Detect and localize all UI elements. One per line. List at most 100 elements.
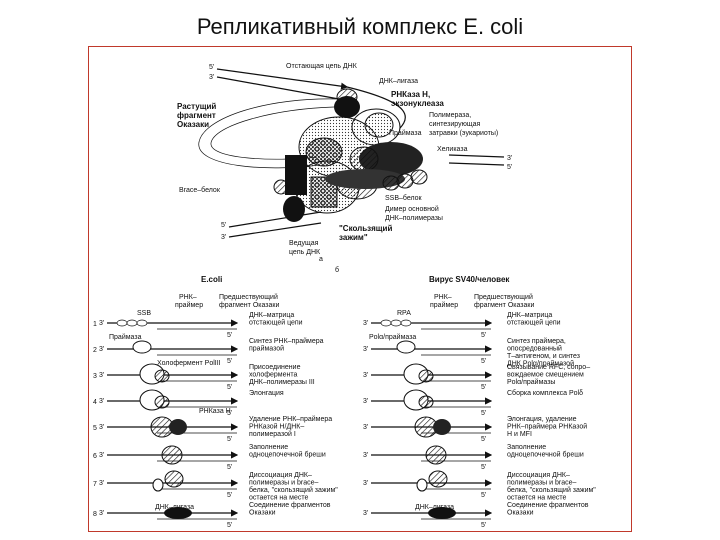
label-fig-b: б [335, 266, 339, 274]
label-fig-a: a [319, 256, 323, 263]
step-description: холофермента [249, 372, 297, 379]
step-description: Polα/праймазы [507, 378, 555, 386]
hdr-right-rna-2: праймер [430, 301, 458, 309]
ssb-bead [400, 319, 412, 327]
clamp-blob [154, 369, 170, 383]
prime-3-label: 3' [99, 372, 104, 379]
prime-5-label: 5' [481, 436, 486, 443]
step-description: отстающей цепи [507, 319, 561, 327]
step-description: остается на месте [507, 495, 566, 502]
prime-3-label: 3' [99, 452, 104, 459]
prime-3-label: 3' [99, 480, 104, 487]
step-number: 6 [93, 453, 97, 460]
label-growing-3: Оказаки [177, 120, 209, 129]
prime-5-label: 5' [227, 492, 232, 499]
label-5prime-b: 5' [507, 164, 512, 171]
prime-3-label: 3' [363, 480, 368, 487]
label-dimer-1: Димер основной [385, 205, 439, 213]
label-holoenzyme: Холофермент PolIII [157, 360, 221, 367]
label-rpa-small: RPA [397, 310, 411, 317]
prime-3-label: 3' [363, 372, 368, 379]
prime-5-label: 5' [227, 358, 232, 365]
label-rnase-h-small: РНКаза Н [199, 408, 231, 415]
step-description: Синтез РНК–праймера [249, 337, 324, 345]
prime-3-label: 3' [363, 452, 368, 459]
step-description: Удаление РНК–праймера [249, 415, 332, 423]
step-number: 1 [93, 321, 97, 328]
polymerase-blob [161, 445, 183, 465]
label-leading-1: Ведущая [289, 240, 319, 247]
panel-title-ecoli: E.coli [201, 275, 222, 284]
dissociating-blob [428, 470, 448, 488]
prime-3-label: 3' [363, 424, 368, 431]
step-description: Заполнение [507, 444, 546, 451]
prime-5-label: 5' [227, 410, 232, 417]
hdr-right-prev-2: фрагмент Оказаки [474, 302, 534, 309]
step-description: Синтез праймера, [507, 337, 566, 345]
clamp-blob [416, 478, 428, 492]
prime-5-label: 5' [481, 358, 486, 365]
prime-5-label: 5' [481, 410, 486, 417]
replication-diagram: Отстающая цепь ДНК 5' 3' ДНК–лигаза РНКа… [93, 63, 596, 529]
label-ssb: SSB–белок [385, 194, 423, 202]
prime-5-label: 5' [227, 384, 232, 391]
prime-5-label: 5' [481, 492, 486, 499]
label-polymerase-3: затравки (эукариоты) [429, 130, 498, 137]
label-left-ligase: ДНК–лигаза [155, 504, 194, 511]
clamp-blob [152, 478, 164, 492]
dissociating-blob [164, 470, 184, 488]
hdr-right-prev-1: Предшествующий [474, 293, 533, 301]
label-primase: Праймаза [389, 129, 422, 137]
step-description: вождаемое смещением [507, 372, 584, 379]
prime-5-label: 5' [481, 384, 486, 391]
step-description: полимеразы и brace– [249, 480, 318, 487]
step-description: РНКазой Н/ДНК– [249, 423, 304, 431]
step-description: Сборка комплекса Polδ [507, 389, 583, 397]
label-rnase-h-1: РНКаза Н, [391, 90, 430, 99]
hdr-left-prev-1: Предшествующий [219, 293, 278, 301]
label-polymerase-2: синтезирующая [429, 121, 480, 128]
prime-3-label: 3' [99, 398, 104, 405]
label-ssb-small: SSB [137, 310, 151, 317]
label-growing-1: Растущий [177, 102, 216, 111]
step-description: РНК–праймера РНКазой [507, 423, 587, 431]
label-helicase: Хеликаза [437, 146, 468, 153]
step-description: Соединение фрагментов [507, 502, 589, 509]
clamp-blob [418, 369, 434, 383]
label-3prime-a: 3' [209, 74, 214, 81]
prime-5-label: 5' [227, 436, 232, 443]
hdr-left-rna-2: праймер [175, 301, 203, 309]
panel-title-sv40: Вирус SV40/человек [429, 275, 510, 284]
label-ligase: ДНК–лигаза [379, 78, 418, 85]
ssb-bead [116, 319, 128, 327]
hdr-left-rna-1: РНК– [179, 294, 197, 301]
step-description: ДНК Polα/праймазой [507, 360, 574, 368]
step-description: Оказаки [507, 510, 534, 517]
label-growing-2: фрагмент [177, 111, 216, 120]
rnase-blob [169, 419, 187, 435]
hdr-right-rna-1: РНК– [434, 294, 452, 301]
ligase-blob [164, 507, 192, 519]
step-number: 7 [93, 481, 97, 488]
primase-blob [396, 340, 416, 354]
step-description: отстающей цепи [249, 319, 303, 327]
step-row-right-2: 3'5'Синтез праймера,опосредованныйT–анти… [363, 337, 580, 368]
step-description: полимеразой I [249, 430, 296, 438]
prime-5-label: 5' [227, 464, 232, 471]
step-description: одноцепочечной бреши [249, 451, 326, 459]
label-rnase-h-2: экзонуклеаза [391, 99, 444, 108]
primase-blob [132, 340, 152, 354]
step-description: Присоединение [249, 364, 301, 371]
step-description: Элонгация, удаление [507, 416, 577, 423]
step-description: праймазой [249, 345, 284, 353]
step-description: Диссоциация ДНК– [507, 472, 570, 479]
step-description: опосредованный [507, 345, 562, 353]
label-clamp-1: "Скользящий [339, 224, 392, 233]
ssb-bead [126, 319, 138, 327]
